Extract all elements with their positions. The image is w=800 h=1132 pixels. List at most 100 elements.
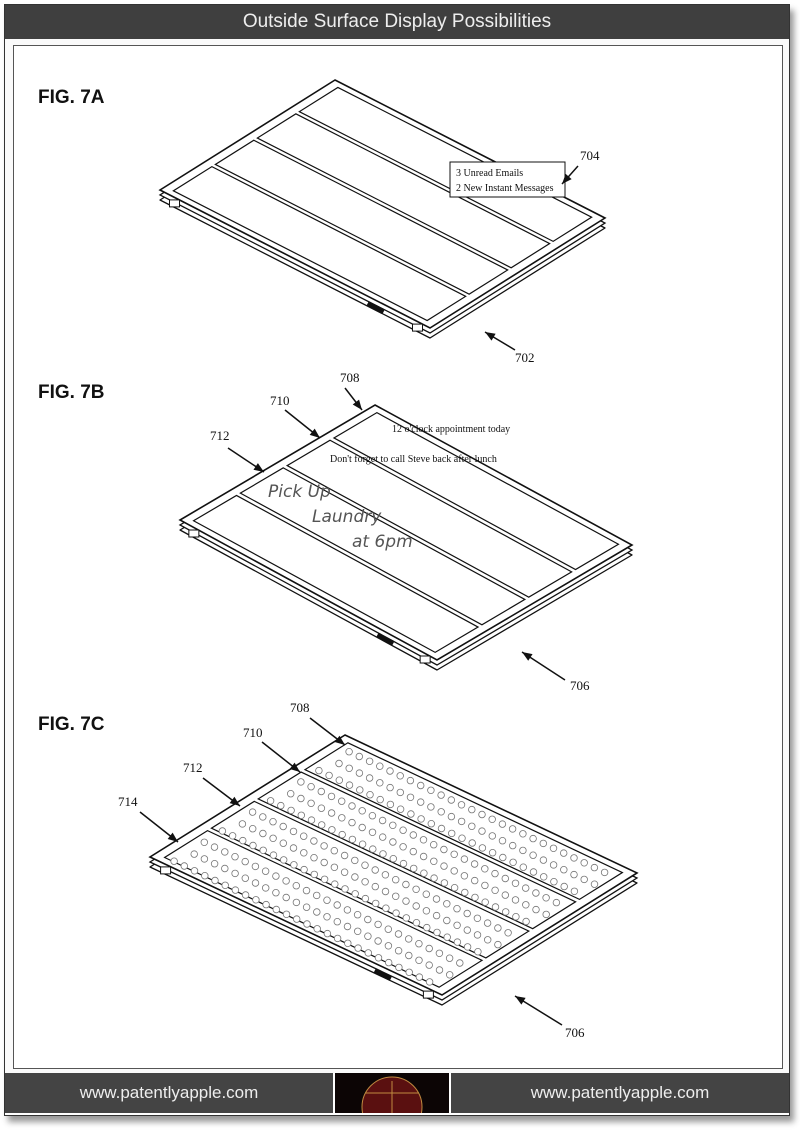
sensor-dot <box>478 810 486 819</box>
footer-link-right[interactable]: www.patentlyapple.com <box>451 1073 789 1113</box>
sensor-dot <box>392 892 400 900</box>
sensor-dot <box>453 905 461 913</box>
sensor-dot <box>269 834 277 842</box>
sensor-dot <box>289 827 298 836</box>
sensor-dot <box>522 901 530 909</box>
sensor-dot <box>481 881 489 890</box>
sensor-dot <box>190 867 199 875</box>
sensor-dot <box>463 909 471 918</box>
sensor-dot <box>600 868 609 877</box>
sensor-dot <box>386 800 395 809</box>
sensor-dot <box>307 816 316 824</box>
sensor-dot <box>248 825 257 833</box>
sensor-dot <box>170 857 178 865</box>
sensor-dot <box>297 811 305 819</box>
handwriting-line-2: Laundry <box>312 507 382 527</box>
sensor-dot <box>473 914 482 922</box>
sensor-dot <box>282 877 290 885</box>
sensor-dot <box>251 879 260 887</box>
sensor-dot <box>315 766 323 775</box>
sensor-dot <box>580 875 588 884</box>
footer-link-left[interactable]: www.patentlyapple.com <box>5 1073 333 1113</box>
arrowhead <box>334 735 345 745</box>
sensor-dot <box>231 886 240 894</box>
smart-cover <box>148 734 639 996</box>
sensor-dot <box>389 855 397 863</box>
sensor-dot <box>552 898 561 907</box>
sensor-dot <box>300 865 308 874</box>
sensor-dot <box>415 973 424 981</box>
sensor-dot <box>519 863 527 871</box>
sensor-dot <box>272 889 280 897</box>
cover-panel <box>163 829 484 988</box>
sensor-dot <box>440 879 449 887</box>
sensor-dot <box>509 858 517 866</box>
figure-label-7a: FIG. 7A <box>38 87 105 108</box>
sensor-dot <box>343 922 352 931</box>
sensor-dot <box>200 838 208 846</box>
sensor-dot <box>590 880 599 888</box>
sensor-dot <box>427 820 435 828</box>
sensor-dot <box>241 891 250 899</box>
sensor-dot <box>498 820 507 828</box>
sensor-dot <box>494 924 502 932</box>
sensor-dot <box>423 923 431 932</box>
sensor-dot <box>376 779 384 787</box>
cover-panel <box>332 411 620 571</box>
sensor-dot <box>280 856 288 864</box>
arrow-714 <box>139 811 179 843</box>
sensor-dot <box>394 930 403 938</box>
sensor-dot <box>366 791 374 799</box>
sensor-dot <box>292 898 301 907</box>
sensor-dot <box>340 868 349 876</box>
sensor-dot <box>327 809 336 817</box>
sensor-dot <box>320 875 329 883</box>
sensor-dot <box>365 774 374 782</box>
sensor-dot <box>300 849 308 857</box>
sensor-dot <box>317 787 325 796</box>
sensor-dot <box>437 791 445 799</box>
sensor-dot <box>333 934 342 943</box>
sensor-dot <box>502 908 510 916</box>
sensor-dot <box>338 797 346 805</box>
sensor-dot <box>372 899 380 908</box>
sensor-dot <box>378 816 387 825</box>
sensor-dot <box>437 808 445 816</box>
sensor-dot <box>348 802 356 810</box>
sensor-dot <box>251 862 260 871</box>
sensor-dot <box>402 914 410 922</box>
sensor-dot <box>345 764 353 772</box>
sensor-dot <box>221 864 229 873</box>
sensor-dot <box>580 859 588 867</box>
sensor-dot <box>406 793 415 801</box>
sensor-dot <box>231 853 239 861</box>
sensor-dot <box>323 929 332 938</box>
sensor-dot <box>491 886 499 894</box>
sensor-dot <box>402 897 410 905</box>
sensor-dot <box>549 844 558 852</box>
sensor-dot <box>389 838 397 846</box>
sensor-dot <box>348 835 357 844</box>
sensor-dot <box>241 874 249 882</box>
sensor-dot <box>396 788 404 797</box>
sensor-dot <box>570 887 579 895</box>
cover-panel <box>210 800 531 959</box>
sensor-dot <box>488 815 496 823</box>
sensor-dot <box>343 906 352 914</box>
sensor-dot <box>560 866 568 874</box>
sensor-dot <box>540 873 548 881</box>
sensor-dot <box>302 903 311 911</box>
sensor-dot <box>381 871 390 879</box>
sensor-dot <box>440 862 448 870</box>
sensor-dot <box>499 853 507 862</box>
sensor-dot <box>287 806 295 815</box>
sensor-dot <box>468 805 476 814</box>
sensor-dot <box>389 821 397 829</box>
sensor-dot <box>262 884 270 892</box>
sensor-dot <box>358 807 366 815</box>
sensor-dot <box>302 886 311 895</box>
sensor-dot <box>560 882 568 891</box>
sensor-dot <box>345 748 353 756</box>
arrowhead <box>522 652 533 661</box>
sensor-dot <box>415 956 423 964</box>
